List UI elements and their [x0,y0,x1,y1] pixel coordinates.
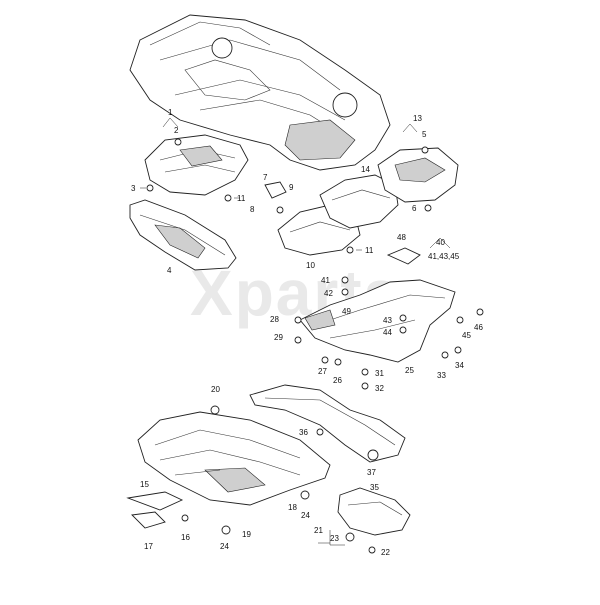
part-35-cross-shield [249,384,406,463]
clip-icon [294,316,302,324]
part-21-rear-shield [337,487,411,536]
callout-11-mid: 11 [365,246,374,255]
callout-29: 29 [274,333,283,342]
part-14-shield [319,174,399,229]
callout-35: 35 [370,483,379,492]
callout-17: 17 [144,542,153,551]
callout-25: 25 [405,366,414,375]
part-19-floor-shield [137,411,331,506]
callout-28: 28 [270,315,279,324]
callout-32: 32 [375,384,384,393]
clip-icon [441,351,449,359]
clip-icon [174,138,182,146]
clip-icon [341,276,349,284]
screw-icon [476,308,484,316]
screw-icon [341,288,349,296]
callout-36: 36 [299,428,308,437]
washer-icon [367,449,379,461]
callout-24-upper: 24 [301,511,310,520]
callout-8: 8 [250,205,255,214]
part-7-bracket [264,181,287,214]
clip-icon [321,356,329,364]
clip-icon [300,490,310,500]
callout-14: 14 [361,165,370,174]
screw-icon [399,326,407,334]
callout-40: 40 [436,238,445,247]
clip-icon [399,314,407,322]
clip-icon [334,358,342,366]
callout-1: 1 [168,108,173,117]
car-underbody [129,14,391,171]
screw-icon [454,346,462,354]
part-15-bracket [126,491,184,511]
screw-icon [146,184,154,192]
callout-9: 9 [289,183,294,192]
callout-7: 7 [263,173,268,182]
callout-43: 43 [383,316,392,325]
callout-24-lower: 24 [220,542,229,551]
screw-icon [346,246,354,254]
screw-icon [316,428,324,436]
callout-19: 19 [242,530,251,539]
callout-13: 13 [413,114,422,123]
clip-icon [345,532,355,542]
screw-icon [424,204,432,212]
leader-lines [140,117,451,546]
callout-labels: 1 2 3 4 5 6 7 8 9 10 11 11 13 14 15 16 1… [131,108,483,557]
screw-icon [181,514,189,522]
part-48-plate [386,247,421,265]
screw-icon [294,336,302,344]
callout-40-sub: 41,43,45 [428,252,460,261]
callout-44: 44 [383,328,392,337]
callout-11-front: 11 [237,194,246,203]
clip-icon [361,368,369,376]
callout-21: 21 [314,526,323,535]
callout-33: 33 [437,371,446,380]
callout-26: 26 [333,376,342,385]
part-1-engine-shield [144,134,249,196]
clip-icon [221,525,231,535]
callout-6: 6 [412,204,417,213]
screw-icon [368,546,376,554]
clip-icon [421,146,429,154]
clip-icon [456,316,464,324]
callout-34: 34 [455,361,464,370]
callout-23: 23 [330,534,339,543]
screw-icon [361,382,369,390]
callout-42: 42 [324,289,333,298]
callout-15: 15 [140,480,149,489]
part-17-plate [131,511,166,529]
callout-27: 27 [318,367,327,376]
part-25-tunnel-shield [299,279,456,363]
callout-31: 31 [375,369,384,378]
callout-45: 45 [462,331,471,340]
screw-icon [224,194,232,202]
callout-18: 18 [288,503,297,512]
callout-2: 2 [174,126,179,135]
callout-16: 16 [181,533,190,542]
front-wheel-icon [211,37,233,59]
callout-41: 41 [321,276,330,285]
callout-5: 5 [422,130,427,139]
callout-37: 37 [367,468,376,477]
callout-4: 4 [167,266,172,275]
callout-46: 46 [474,323,483,332]
callout-3: 3 [131,184,136,193]
rear-wheel-icon [332,92,358,118]
clip-icon [210,405,220,415]
callout-48: 48 [397,233,406,242]
fasteners [146,138,484,554]
callout-10: 10 [306,261,315,270]
part-13-rear-shield [377,147,459,203]
callout-22: 22 [381,548,390,557]
part-4-long-shield [129,199,237,271]
callout-49: 49 [342,307,351,316]
callout-20: 20 [211,385,220,394]
